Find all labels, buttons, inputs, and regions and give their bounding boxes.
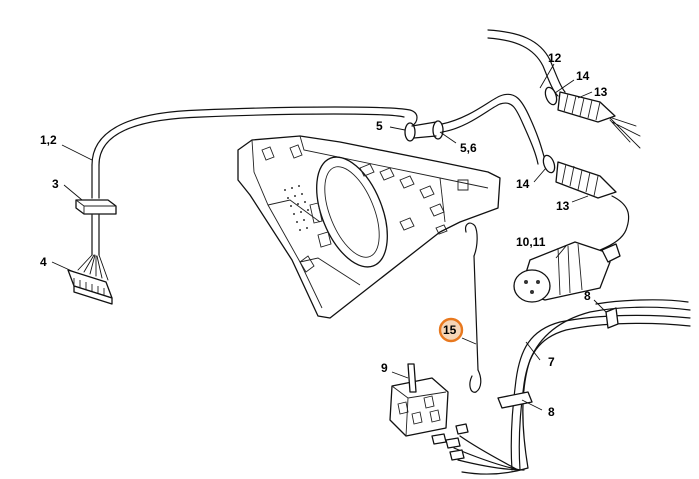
connector-plug (67, 254, 113, 305)
callout-12[interactable]: 12 (548, 51, 562, 65)
callout-8-upper[interactable]: 8 (584, 289, 591, 303)
callout-5-6[interactable]: 5,6 (460, 141, 477, 155)
callout-9[interactable]: 9 (381, 361, 388, 375)
highlight-ring (438, 317, 464, 343)
callout-14-upper[interactable]: 14 (576, 69, 590, 83)
callout-labels: 1,2 3 4 5 5,6 12 14 13 14 13 10,11 8 7 8… (40, 51, 608, 419)
housing-bracket (237, 135, 501, 319)
callout-15-highlight[interactable]: 15 (438, 317, 464, 343)
cable-clamp (75, 199, 117, 215)
callout-1-2[interactable]: 1,2 (40, 133, 57, 147)
callout-10-11[interactable]: 10,11 (516, 235, 546, 249)
callout-4[interactable]: 4 (40, 255, 47, 269)
cable-main (91, 106, 418, 256)
wire-terminals (431, 423, 469, 461)
callout-8-lower[interactable]: 8 (548, 405, 555, 419)
strap-loop (465, 222, 482, 393)
leader-lines (51, 63, 607, 411)
callout-14-lower[interactable]: 14 (516, 177, 530, 191)
callout-3[interactable]: 3 (52, 177, 59, 191)
callout-13-upper[interactable]: 13 (594, 85, 608, 99)
grommets (404, 120, 444, 142)
selector-switch (389, 363, 449, 437)
cable-bundle (453, 299, 691, 475)
callout-15[interactable]: 15 (443, 323, 457, 337)
plug-mains (513, 241, 621, 303)
callout-7[interactable]: 7 (548, 355, 555, 369)
callout-5[interactable]: 5 (376, 119, 383, 133)
plug-lower (542, 154, 630, 251)
plug-upper (544, 86, 641, 149)
callout-13-lower[interactable]: 13 (556, 199, 570, 213)
